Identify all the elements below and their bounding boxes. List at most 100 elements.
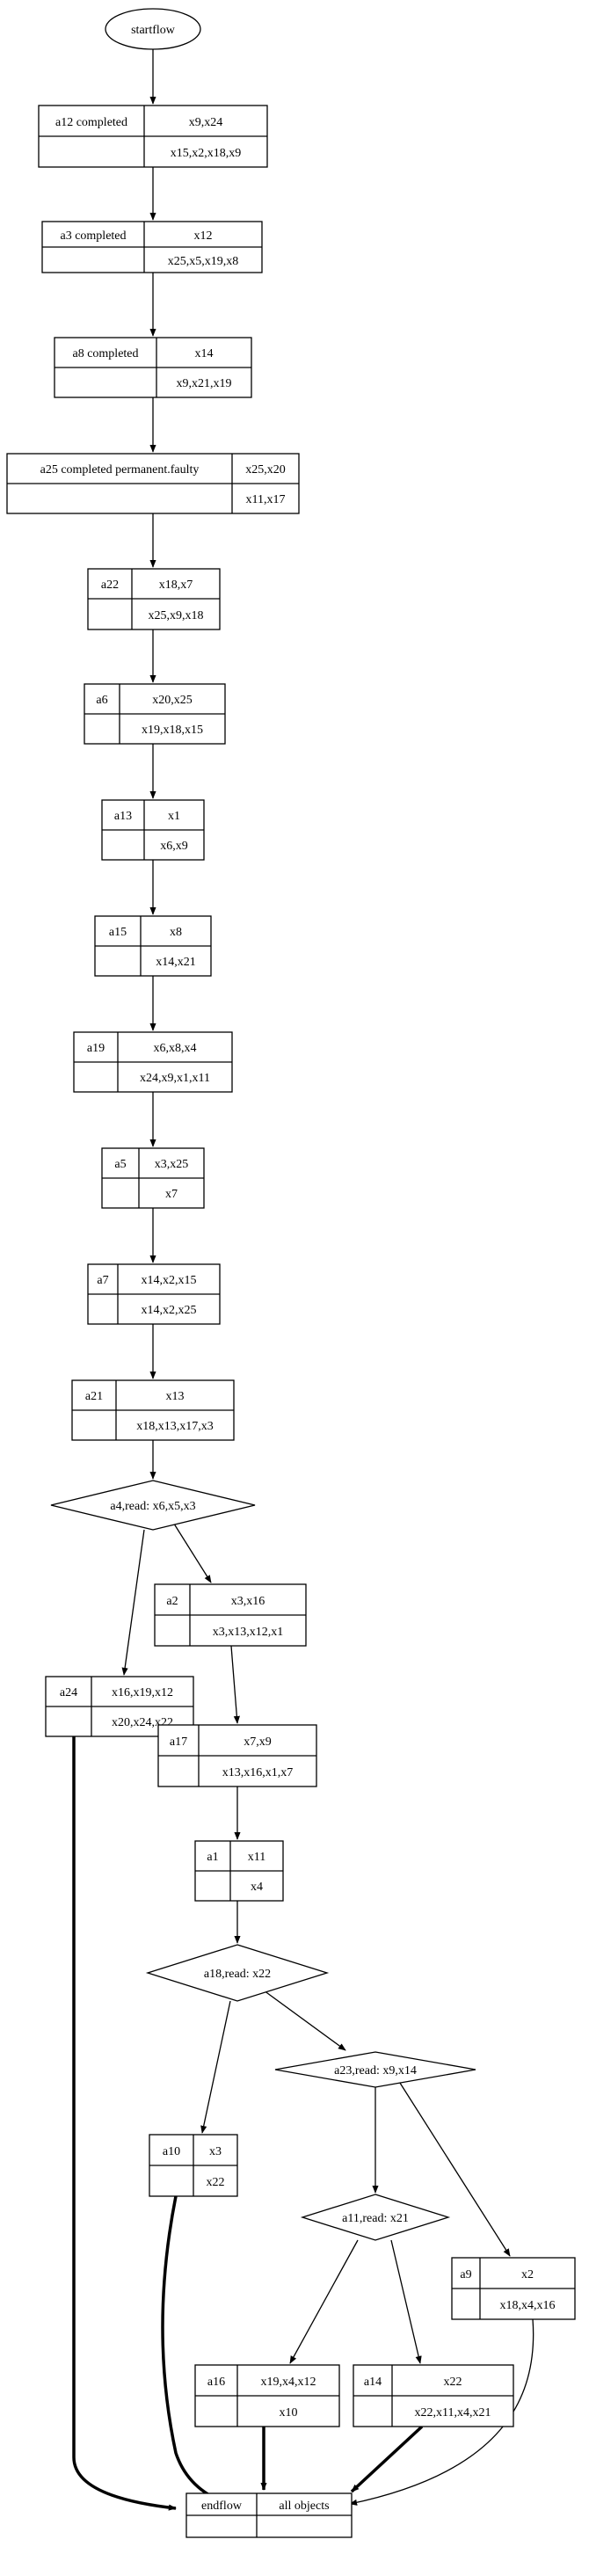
activity-name: a12 completed [55, 116, 127, 129]
activity-inputs: x19,x18,x15 [142, 724, 203, 737]
activity-inputs: x24,x9,x1,x11 [140, 1072, 210, 1085]
activity-a25[interactable]: a25 completed permanent.faulty x25,x20 x… [6, 453, 300, 514]
activity-outputs: x7,x9 [244, 1736, 272, 1749]
activity-inputs: x22 [207, 2176, 225, 2189]
activity-name: a21 [85, 1390, 103, 1403]
activity-outputs: x14,x2,x15 [142, 1274, 197, 1287]
activity-a16[interactable]: a16 x19,x4,x12 x10 [194, 2364, 340, 2427]
activity-inputs: x11,x17 [246, 493, 286, 506]
activity-name: a17 [170, 1736, 187, 1749]
activity-inputs: x14,x2,x25 [142, 1304, 197, 1317]
activity-inputs: x25,x9,x18 [149, 609, 204, 622]
activity-outputs: x16,x19,x12 [112, 1686, 173, 1699]
activity-a12[interactable]: a12 completed x9,x24 x15,x2,x18,x9 [38, 105, 268, 168]
activity-a14[interactable]: a14 x22 x22,x11,x4,x21 [353, 2364, 514, 2427]
activity-outputs: x6,x8,x4 [154, 1042, 197, 1055]
end-objects-label: all objects [279, 2500, 329, 2513]
decision-a18[interactable]: a18,read: x22 [145, 1944, 330, 2002]
edge-a4-a24 [121, 1529, 145, 1676]
activity-a7[interactable]: a7 x14,x2,x15 x14,x2,x25 [87, 1263, 221, 1325]
activity-name: a3 completed [60, 229, 126, 243]
activity-a6[interactable]: a6 x20,x25 x19,x18,x15 [84, 683, 226, 745]
decision-a23[interactable]: a23,read: x9,x14 [274, 2051, 476, 2088]
activity-outputs: x8 [170, 926, 182, 939]
activity-inputs: x7 [165, 1188, 178, 1201]
edge-a18-a10 [200, 2000, 231, 2134]
activity-inputs: x22,x11,x4,x21 [415, 2406, 491, 2420]
activity-outputs: x18,x7 [159, 579, 193, 592]
activity-a22[interactable]: a22 x18,x7 x25,x9,x18 [87, 568, 221, 630]
activity-name: a5 [114, 1158, 126, 1171]
activity-inputs: x18,x4,x16 [500, 2299, 556, 2312]
start-label: startflow [131, 24, 176, 37]
edge-a10-end [161, 2195, 235, 2507]
activity-outputs: x11 [248, 1851, 265, 1864]
activity-outputs: x25,x20 [245, 463, 286, 477]
end-node[interactable]: endflow all objects [185, 2492, 353, 2538]
activity-name: a15 [109, 926, 127, 939]
edge-a11-a16 [289, 2239, 359, 2364]
activity-name: a9 [460, 2268, 471, 2281]
activity-a15[interactable]: a15 x8 x14,x21 [94, 915, 212, 977]
edge-a24-end [72, 1736, 177, 2511]
activity-inputs: x4 [251, 1881, 263, 1894]
activity-a8[interactable]: a8 completed x14 x9,x21,x19 [54, 337, 252, 398]
decision-label: a23,read: x9,x14 [334, 2064, 417, 2078]
activity-a10[interactable]: a10 x3 x22 [149, 2134, 238, 2197]
activity-outputs: x22 [444, 2376, 462, 2389]
activity-outputs: x3,x16 [231, 1595, 265, 1608]
activity-outputs: x2 [521, 2268, 534, 2281]
end-label: endflow [201, 2500, 243, 2513]
activity-name: a7 [97, 1274, 108, 1287]
activity-name: a2 [166, 1595, 178, 1608]
activity-a17[interactable]: a17 x7,x9 x13,x16,x1,x7 [157, 1724, 317, 1787]
activity-outputs: x14 [195, 347, 214, 360]
decision-label: a4,read: x6,x5,x3 [110, 1500, 195, 1513]
activity-outputs: x1 [168, 810, 180, 823]
activity-a9[interactable]: a9 x2 x18,x4,x16 [451, 2257, 576, 2320]
activity-outputs: x12 [194, 229, 213, 243]
edge-a4-a2 [171, 1520, 212, 1583]
activity-outputs: x19,x4,x12 [261, 2376, 316, 2389]
activity-name: a24 [60, 1686, 77, 1699]
activity-inputs: x9,x21,x19 [177, 377, 232, 390]
activity-inputs: x15,x2,x18,x9 [171, 147, 242, 160]
activity-name: a19 [87, 1042, 105, 1055]
activity-a13[interactable]: a13 x1 x6,x9 [101, 799, 205, 861]
activity-inputs: x3,x13,x12,x1 [213, 1626, 284, 1639]
decision-label: a11,read: x21 [342, 2212, 409, 2225]
activity-a2[interactable]: a2 x3,x16 x3,x13,x12,x1 [154, 1583, 307, 1647]
activity-inputs: x14,x21 [156, 956, 196, 969]
activity-outputs: x3,x25 [155, 1158, 189, 1171]
activity-name: a25 completed permanent.faulty [40, 463, 200, 477]
activity-inputs: x10 [280, 2406, 298, 2420]
activity-inputs: x18,x13,x17,x3 [136, 1420, 214, 1433]
activity-name: a10 [163, 2145, 180, 2158]
decision-a4[interactable]: a4,read: x6,x5,x3 [50, 1480, 256, 1531]
activity-name: a8 completed [72, 347, 138, 360]
activity-outputs: x3 [209, 2145, 222, 2158]
activity-name: a6 [96, 694, 107, 707]
activity-name: a22 [101, 579, 119, 592]
edge-a14-end [350, 2425, 424, 2493]
activity-a5[interactable]: a5 x3,x25 x7 [101, 1147, 205, 1209]
activity-inputs: x6,x9 [160, 840, 188, 853]
edge-a18-a23 [263, 1990, 346, 2051]
edges-bold [72, 1736, 424, 2511]
activity-name: a13 [114, 810, 132, 823]
edge-a2-a17 [230, 1645, 240, 1724]
activity-name: a14 [364, 2376, 382, 2389]
activity-name: a16 [207, 2376, 225, 2389]
activity-outputs: x9,x24 [189, 116, 223, 129]
edge-a23-a9 [397, 2079, 511, 2257]
decision-a11[interactable]: a11,read: x21 [300, 2194, 451, 2241]
activity-inputs: x13,x16,x1,x7 [222, 1766, 294, 1779]
activity-inputs: x25,x5,x19,x8 [168, 255, 239, 268]
activity-a21[interactable]: a21 x13 x18,x13,x17,x3 [71, 1379, 235, 1441]
activity-a19[interactable]: a19 x6,x8,x4 x24,x9,x1,x11 [73, 1031, 233, 1093]
activity-name: a1 [207, 1851, 218, 1864]
activity-a1[interactable]: a1 x11 x4 [194, 1840, 284, 1902]
start-node[interactable]: startflow [105, 8, 201, 50]
activity-a3[interactable]: a3 completed x12 x25,x5,x19,x8 [41, 221, 263, 273]
